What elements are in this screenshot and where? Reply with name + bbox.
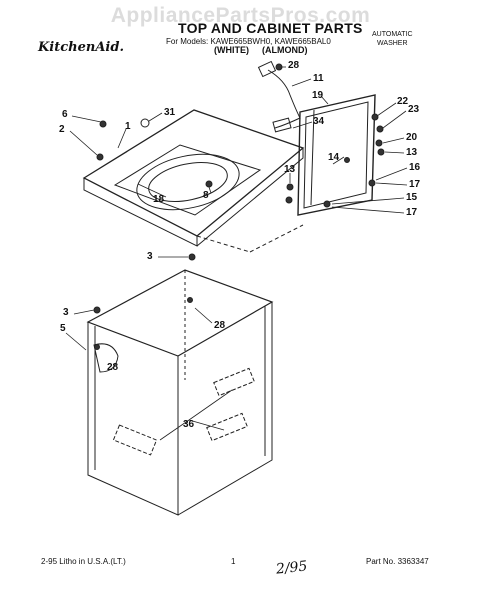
leader-lines bbox=[65, 66, 408, 441]
callout-19: 19 bbox=[312, 90, 324, 101]
wire-harness bbox=[257, 60, 301, 133]
callout-2: 2 bbox=[59, 124, 65, 135]
callout-23: 23 bbox=[408, 104, 420, 115]
color-white-label: (WHITE) bbox=[214, 45, 249, 55]
handwritten-date: 2/95 bbox=[275, 558, 309, 578]
callout-28-latch: 28 bbox=[107, 362, 119, 373]
footer-part-number: Part No. 3363347 bbox=[366, 557, 429, 566]
callout-28-cabinet: 28 bbox=[214, 320, 226, 331]
callout-8: 8 bbox=[203, 190, 209, 201]
callout-11: 11 bbox=[313, 73, 324, 84]
callout-28: 28 bbox=[288, 60, 300, 71]
footer-print-info: 2-95 Litho in U.S.A.(LT.) bbox=[41, 557, 126, 566]
callout-13-left: 13 bbox=[284, 164, 296, 175]
fasteners bbox=[93, 63, 385, 350]
callout-22: 22 bbox=[397, 96, 409, 107]
lid-assembly bbox=[297, 94, 376, 216]
callout-1: 1 bbox=[125, 121, 131, 132]
callout-16: 16 bbox=[409, 162, 421, 173]
callout-17-upper: 17 bbox=[409, 179, 421, 190]
appliance-line-1: AUTOMATIC bbox=[372, 31, 413, 38]
cabinet bbox=[86, 269, 274, 516]
callout-6: 6 bbox=[62, 109, 68, 120]
callout-3-lower: 3 bbox=[63, 307, 69, 318]
color-almond-label: (ALMOND) bbox=[262, 45, 308, 55]
callout-34: 34 bbox=[313, 116, 325, 127]
appliance-type: AUTOMATIC WASHER bbox=[372, 30, 413, 48]
appliance-line-2: WASHER bbox=[377, 40, 408, 47]
callout-36: 36 bbox=[183, 419, 195, 430]
callout-13-right: 13 bbox=[406, 147, 418, 158]
callout-14: 14 bbox=[328, 152, 340, 163]
watermark: AppliancePartsPros.com bbox=[110, 4, 371, 27]
callout-17-lower: 17 bbox=[406, 207, 418, 218]
page-title: TOP AND CABINET PARTS bbox=[178, 20, 363, 36]
brand-logo: KitchenAid. bbox=[38, 40, 124, 55]
callout-31: 31 bbox=[164, 107, 176, 118]
callout-3-upper: 3 bbox=[147, 251, 153, 262]
top-panel bbox=[82, 109, 305, 253]
callout-18: 18 bbox=[153, 194, 165, 205]
callout-20: 20 bbox=[406, 132, 418, 143]
model-numbers: For Models: KAWE665BWH0, KAWE665BAL0 bbox=[166, 37, 331, 46]
callout-15: 15 bbox=[406, 192, 418, 203]
footer-page-number: 1 bbox=[231, 557, 236, 566]
callout-5: 5 bbox=[60, 323, 66, 334]
